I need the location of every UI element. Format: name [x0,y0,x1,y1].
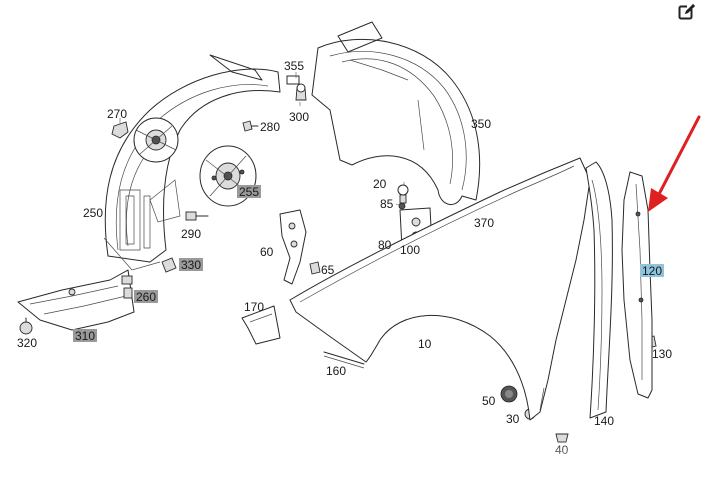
label-255: 255 [239,185,259,199]
label-310: 310 [75,329,95,343]
highlight-120 [640,264,664,277]
label-30: 30 [506,412,520,426]
lower-cover-310 [17,269,135,331]
bolt-20-85 [397,184,409,210]
label-250: 250 [83,206,103,220]
clip-330 [161,257,177,273]
edit-icon[interactable] [678,3,696,21]
label-350: 350 [471,117,491,131]
red-arrow [648,115,701,212]
clip-260 [123,287,133,299]
screw-280 [242,120,259,132]
highlight-255 [237,185,261,198]
fender-10 [289,157,591,421]
label-60: 60 [260,245,274,259]
label-140: 140 [594,414,614,428]
wheel-arch-liner [103,54,281,271]
label-330: 330 [181,258,201,272]
clip-270 [111,121,129,139]
clip-65 [309,261,321,275]
label-10: 10 [418,337,432,351]
label-170: 170 [244,300,264,314]
label-80: 80 [378,238,392,252]
trim-140 [585,161,613,419]
label-100: 100 [400,243,420,257]
panel-120 [621,171,653,399]
label-130: 130 [652,347,672,361]
leader-lines [119,72,405,207]
label-85: 85 [380,197,394,211]
label-65: 65 [321,263,335,277]
label-160: 160 [326,364,346,378]
screw-320 [19,317,33,335]
label-300: 300 [289,110,309,124]
clip-355-300 [286,75,307,101]
label-50: 50 [482,394,496,408]
seal-160 [323,351,365,369]
clip-40 [555,433,569,443]
label-290: 290 [181,227,201,241]
label-260: 260 [136,290,156,304]
label-40: 40 [555,443,569,457]
label-370: 370 [474,216,494,230]
bracket-60 [279,209,307,285]
label-280: 280 [260,120,280,134]
highlight-310 [73,329,97,342]
label-20: 20 [373,177,387,191]
highlight-330 [179,258,203,271]
liner-350 [311,21,481,205]
plug-50 [500,385,518,403]
label-355: 355 [284,59,304,73]
bracket-170 [241,305,281,345]
screw-290 [185,211,209,221]
label-120: 120 [642,264,662,278]
highlight-260 [134,290,158,303]
label-320: 320 [17,336,37,350]
disc-255 [199,145,257,207]
label-270: 270 [107,107,127,121]
